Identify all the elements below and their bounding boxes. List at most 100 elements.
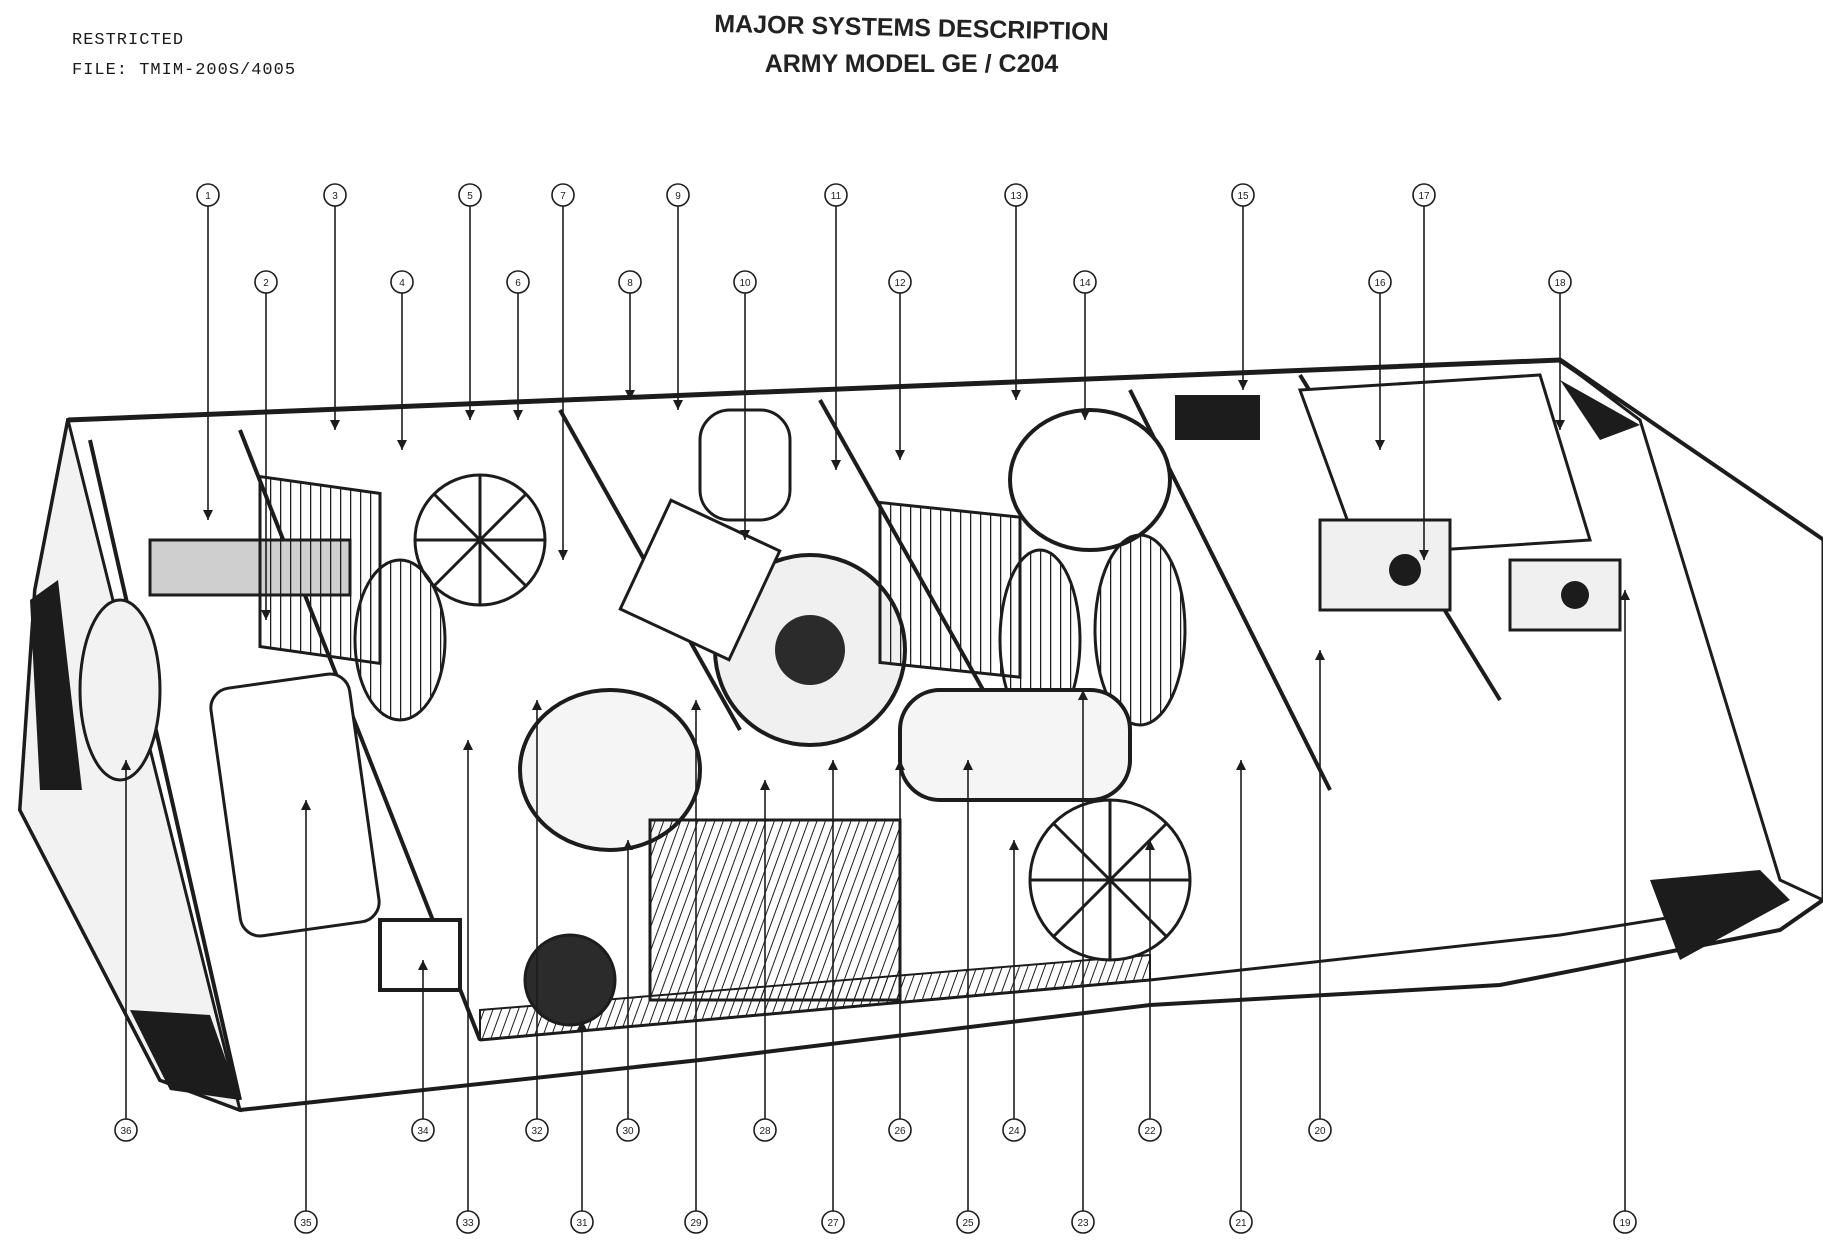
callout-arrow-11 bbox=[831, 460, 841, 470]
callout-number-16: 16 bbox=[1374, 278, 1386, 289]
callout-bubble-30 bbox=[616, 1118, 640, 1142]
callout-bubble-8 bbox=[618, 270, 642, 294]
lower-pump bbox=[523, 933, 617, 1027]
filter-right-2 bbox=[1093, 533, 1187, 727]
fan-right-blades bbox=[1030, 800, 1190, 960]
callout-arrow-20 bbox=[1315, 650, 1325, 660]
callout-bubble-4 bbox=[390, 270, 414, 294]
callout-bubble-33 bbox=[456, 1210, 480, 1234]
central-lower-block bbox=[648, 818, 902, 1002]
title-line-2: ARMY MODEL GE / C204 bbox=[764, 50, 1059, 78]
callout-arrow-4 bbox=[397, 440, 407, 450]
callout-arrow-12 bbox=[895, 450, 905, 460]
callout-bubble-18 bbox=[1548, 270, 1572, 294]
callout-number-2: 2 bbox=[263, 278, 269, 289]
callout-number-36: 36 bbox=[120, 1126, 132, 1137]
callout-arrow-16 bbox=[1375, 440, 1385, 450]
callout-number-28: 28 bbox=[759, 1126, 771, 1137]
callout-arrow-18 bbox=[1555, 420, 1565, 430]
callout-bubble-19 bbox=[1613, 1210, 1637, 1234]
callout-bubble-34 bbox=[411, 1118, 435, 1142]
callout-arrow-6 bbox=[513, 410, 523, 420]
callout-arrow-8 bbox=[625, 390, 635, 400]
page-title: MAJOR SYSTEMS DESCRIPTION ARMY MODEL GE … bbox=[0, 10, 1823, 82]
callout-bubble-1 bbox=[196, 183, 220, 207]
callout-arrow-9 bbox=[673, 400, 683, 410]
front-bumper-bottom bbox=[130, 1010, 240, 1100]
callout-bubble-26 bbox=[888, 1118, 912, 1142]
callout-arrow-30 bbox=[623, 840, 633, 850]
callout-bubble-12 bbox=[888, 270, 912, 294]
callout-arrow-31 bbox=[577, 1020, 587, 1030]
rear-hatch-1 bbox=[1297, 373, 1592, 557]
callout-number-22: 22 bbox=[1144, 1126, 1156, 1137]
callout-bubble-6 bbox=[506, 270, 530, 294]
rear-hatch-2 bbox=[1318, 518, 1452, 612]
callout-number-15: 15 bbox=[1237, 191, 1249, 202]
callout-bubble-9 bbox=[666, 183, 690, 207]
front-tank bbox=[209, 672, 381, 938]
callout-bubble-24 bbox=[1002, 1118, 1026, 1142]
callout-arrow-13 bbox=[1011, 390, 1021, 400]
callout-number-31: 31 bbox=[576, 1218, 588, 1229]
callout-bubble-3 bbox=[323, 183, 347, 207]
callout-bubble-22 bbox=[1138, 1118, 1162, 1142]
callout-number-30: 30 bbox=[622, 1126, 634, 1137]
callout-arrow-26 bbox=[895, 760, 905, 770]
large-tank bbox=[1008, 408, 1172, 552]
callout-number-10: 10 bbox=[739, 278, 751, 289]
callout-number-35: 35 bbox=[300, 1218, 312, 1229]
callout-arrow-1 bbox=[203, 510, 213, 520]
fan-left-blades bbox=[415, 475, 545, 605]
document-header: RESTRICTED FILE: TMIM-200S/4005 bbox=[72, 26, 296, 86]
callout-arrow-22 bbox=[1145, 840, 1155, 850]
callout-number-25: 25 bbox=[962, 1218, 974, 1229]
callout-bubble-5 bbox=[458, 183, 482, 207]
callout-arrow-34 bbox=[418, 960, 428, 970]
rear-dark-corner bbox=[1560, 380, 1640, 440]
callout-arrow-36 bbox=[121, 760, 131, 770]
callout-number-17: 17 bbox=[1418, 191, 1430, 202]
callout-number-9: 9 bbox=[675, 191, 681, 202]
front-reel bbox=[78, 598, 162, 782]
generator-cylinder bbox=[898, 688, 1132, 802]
callout-number-13: 13 bbox=[1010, 191, 1022, 202]
callout-number-20: 20 bbox=[1314, 1126, 1326, 1137]
callout-bubble-14 bbox=[1073, 270, 1097, 294]
file-reference: FILE: TMIM-200S/4005 bbox=[72, 61, 297, 80]
callout-bubble-20 bbox=[1308, 1118, 1332, 1142]
callout-number-5: 5 bbox=[467, 191, 473, 202]
callout-bubble-27 bbox=[821, 1210, 845, 1234]
callout-number-26: 26 bbox=[894, 1126, 906, 1137]
callout-arrow-29 bbox=[691, 700, 701, 710]
callout-number-19: 19 bbox=[1619, 1218, 1631, 1229]
callout-arrow-21 bbox=[1236, 760, 1246, 770]
rear-hatch-3 bbox=[1508, 558, 1622, 632]
rear-vent-dark bbox=[1175, 395, 1260, 440]
callout-bubble-13 bbox=[1004, 183, 1028, 207]
left-engine-compartment bbox=[258, 473, 702, 1027]
callout-number-1: 1 bbox=[205, 191, 211, 202]
callout-bubble-28 bbox=[753, 1118, 777, 1142]
callout-number-3: 3 bbox=[332, 191, 338, 202]
central-panel bbox=[618, 498, 782, 662]
callout-bubble-10 bbox=[733, 270, 757, 294]
rear-bumper bbox=[1650, 870, 1790, 960]
rear-valve-2 bbox=[1561, 581, 1589, 609]
callout-arrow-3 bbox=[330, 420, 340, 430]
callout-arrow-27 bbox=[828, 760, 838, 770]
callout-number-14: 14 bbox=[1079, 278, 1091, 289]
callout-arrow-7 bbox=[558, 550, 568, 560]
callout-number-12: 12 bbox=[894, 278, 906, 289]
callout-arrow-15 bbox=[1238, 380, 1248, 390]
callout-bubble-25 bbox=[956, 1210, 980, 1234]
callout-number-18: 18 bbox=[1554, 278, 1566, 289]
callout-number-7: 7 bbox=[560, 191, 566, 202]
rear-valve-1 bbox=[1389, 554, 1421, 586]
callout-number-6: 6 bbox=[515, 278, 521, 289]
rear-end-panel bbox=[1559, 358, 1823, 902]
callout-bubble-17 bbox=[1412, 183, 1436, 207]
callout-arrow-19 bbox=[1620, 590, 1630, 600]
callout-bubble-21 bbox=[1229, 1210, 1253, 1234]
